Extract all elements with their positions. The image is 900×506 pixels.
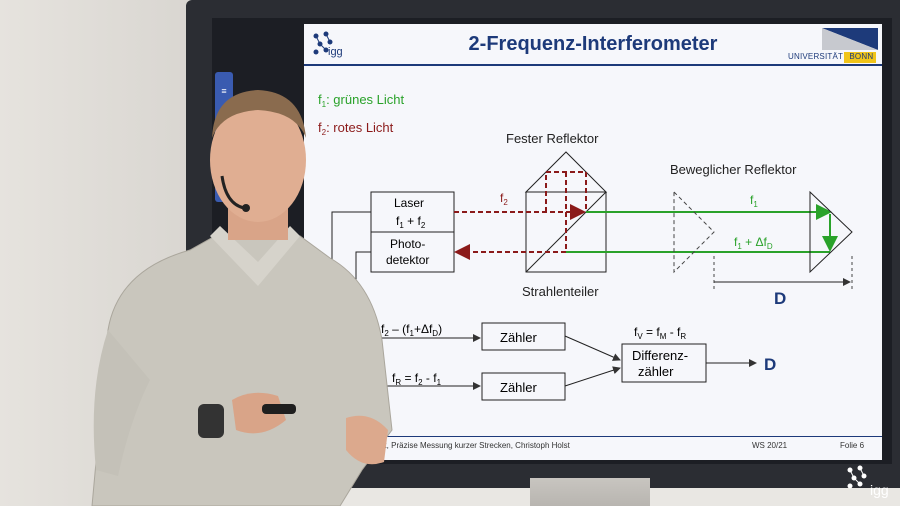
counter1-to-diff: [564, 335, 621, 361]
university-name: UNIVERSITÄT BONN: [788, 52, 873, 61]
footer-course: chnik, Präzise Messung kurzer Strecken, …: [368, 441, 570, 450]
moving-reflector-label: Beweglicher Reflektor: [670, 162, 797, 177]
counter-label-2: Zähler: [500, 380, 538, 395]
university-logo-icon: [822, 28, 878, 63]
university-name-1: UNIVERSITÄT: [788, 52, 843, 61]
counter2-to-diff: [564, 366, 621, 387]
photodetector-label-2: detektor: [386, 253, 429, 267]
university-name-2: BONN: [849, 52, 874, 61]
headset-mic-icon: [242, 204, 250, 212]
photodetector-label-1: Photo-: [390, 237, 425, 251]
footer-divider: [304, 436, 882, 437]
footer-semester: WS 20/21: [752, 441, 788, 450]
beam-splitter-label: Strahlenteiler: [522, 284, 599, 299]
moving-reflector: [809, 190, 853, 274]
legend-f1: f1: grünes Licht: [318, 92, 405, 109]
f1-beam-label: f1: [750, 193, 758, 209]
fixed-reflector-label: Fester Reflektor: [506, 131, 599, 146]
diff-label-2: zähler: [638, 364, 674, 379]
moving-reflector-ghost: [673, 190, 715, 274]
presenter-hand-right: [232, 392, 286, 434]
toolbar-icon: ≡: [221, 86, 227, 96]
laser-label: Laser: [394, 196, 424, 210]
presenter-sleeve-left: [93, 330, 150, 476]
presenter-head: [210, 98, 306, 222]
igg-watermark-icon: [847, 465, 867, 489]
igg-watermark-text: igg: [870, 482, 889, 498]
laser-freq: f1 + f2: [396, 214, 426, 230]
presenter-collar: [210, 226, 300, 286]
fr-equation: fR = f2 - f1: [392, 371, 442, 387]
result-label: D: [764, 355, 776, 374]
diff-label-1: Differenz-: [632, 348, 688, 363]
slide-title: 2-Frequenz-Interferometer: [468, 33, 718, 55]
igg-logo-icon: [313, 31, 333, 55]
f1-doppler-label: f1 + ΔfD: [734, 235, 773, 251]
header-divider: [304, 64, 882, 66]
distance-label: D: [774, 289, 786, 308]
presenter-headset: [220, 175, 245, 210]
presenter-watch: [198, 404, 224, 438]
monitor-stand: [530, 478, 650, 506]
legend-f2: f2: rotes Licht: [318, 120, 394, 137]
counter-box-2: [481, 372, 566, 401]
fv-equation: fV = fM - fR: [634, 325, 686, 341]
presenter-shirt: [91, 235, 393, 506]
slide-header: igg 2-Frequenz-Interferometer UNIVERSITÄ…: [304, 24, 882, 64]
counter-label-1: Zähler: [500, 330, 538, 345]
igg-logo-text: igg: [328, 46, 343, 58]
presentation-slide: igg 2-Frequenz-Interferometer UNIVERSITÄ…: [304, 24, 882, 460]
f2-beam-label: f2: [500, 191, 508, 207]
presenter-hand-left: [346, 415, 388, 465]
footer-slide-number: Folie 6: [840, 441, 865, 450]
clicker-remote: [262, 404, 296, 414]
presenter-hair: [212, 90, 306, 138]
interferometer-diagram: f1: grünes Licht f2: rotes Licht Fester …: [318, 92, 853, 401]
